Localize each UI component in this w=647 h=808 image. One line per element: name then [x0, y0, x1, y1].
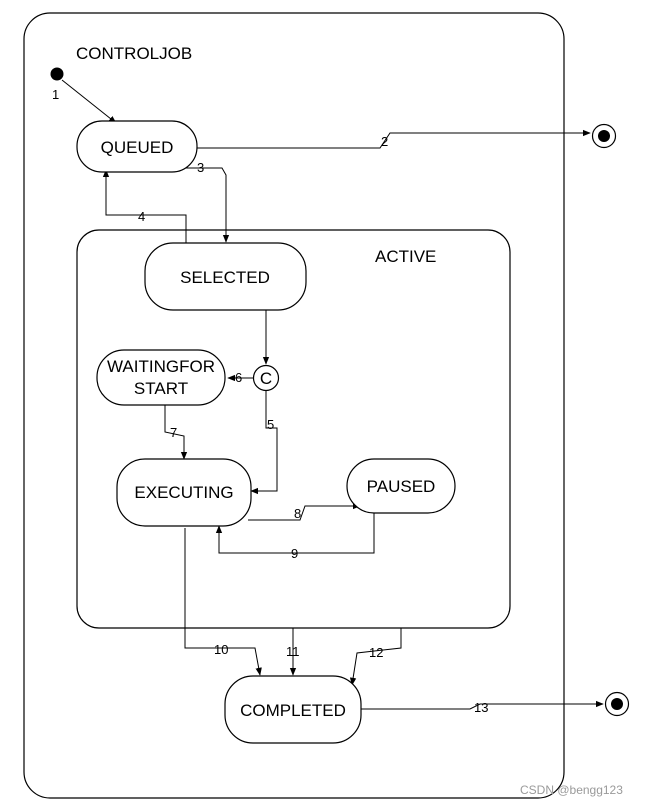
state-completed-label: COMPLETED	[240, 701, 346, 720]
transition-2-line	[197, 129, 591, 149]
state-executing: EXECUTING	[116, 458, 252, 527]
transition-label-12: 12	[369, 645, 383, 660]
transition-label-5: 5	[267, 417, 274, 432]
state-queued: QUEUED	[76, 120, 198, 173]
transition-3-line	[174, 167, 230, 243]
controljob-container	[23, 12, 565, 799]
transition-label-2: 2	[381, 134, 388, 149]
state-queued-label: QUEUED	[101, 138, 174, 157]
transition-label-11: 11	[286, 644, 300, 659]
transition-label-13: 13	[474, 700, 488, 715]
active-label: ACTIVE	[375, 247, 436, 266]
state-completed: COMPLETED	[224, 675, 362, 744]
transition-12-line	[349, 628, 402, 686]
state-paused-label: PAUSED	[367, 477, 436, 496]
transition-9-line	[215, 512, 375, 554]
state-selected: SELECTED	[144, 242, 307, 311]
transition-label-1: 1	[52, 87, 59, 102]
controljob-label: CONTROLJOB	[76, 44, 192, 63]
transition-7-line	[164, 405, 188, 460]
state-paused: PAUSED	[346, 458, 456, 514]
choice-node: C	[252, 364, 280, 392]
transition-label-6: 6	[235, 370, 242, 385]
initial-state-dot	[50, 67, 64, 81]
transition-label-8: 8	[294, 506, 301, 521]
transition-label-4: 4	[138, 209, 145, 224]
final-state-bottom	[604, 691, 630, 717]
choice-node-label: C	[260, 369, 272, 388]
state-waitingforstart: WAITINGFOR START	[96, 349, 226, 406]
transition-4-line	[102, 169, 187, 243]
transition-label-7: 7	[170, 425, 177, 440]
transition-label-3: 3	[197, 160, 204, 175]
state-waiting-label-line2: START	[134, 379, 188, 398]
transition-13-line	[361, 700, 604, 710]
state-selected-label: SELECTED	[180, 268, 270, 287]
final-state-top	[591, 123, 617, 149]
transition-10-line	[184, 528, 262, 676]
transition-label-9: 9	[291, 546, 298, 561]
transition-1-line	[61, 79, 117, 124]
watermark: CSDN @bengg123	[520, 783, 623, 797]
transition-label-10: 10	[214, 642, 228, 657]
transition-8-line	[248, 502, 361, 521]
state-waiting-label-line1: WAITINGFOR	[107, 357, 215, 376]
transition-5-line	[250, 390, 278, 495]
state-executing-label: EXECUTING	[134, 483, 233, 502]
